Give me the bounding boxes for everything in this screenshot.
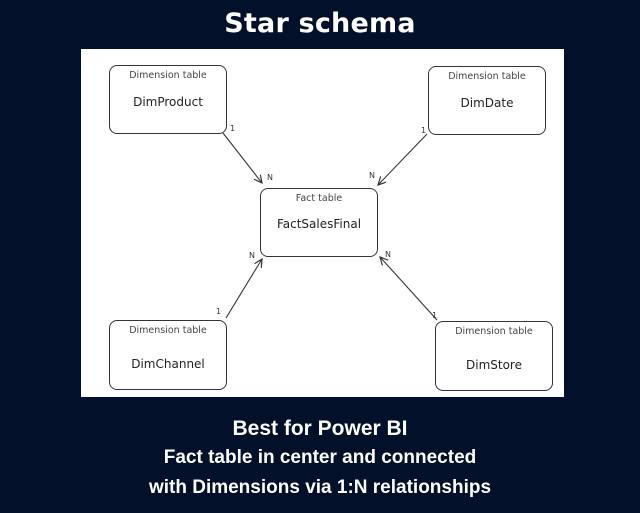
fact-table-type-label: Fact table	[295, 193, 343, 204]
caption-line-3: with Dimensions via 1:N relationships	[148, 477, 492, 498]
dimension-type-label: Dimension table	[129, 325, 207, 336]
caption-line-2: Fact table in center and connected	[163, 447, 477, 468]
relationship-line-dimdate	[378, 133, 428, 185]
dimension-box-dimstore[interactable]: Dimension table DimStore	[435, 321, 553, 391]
cardinality-many-dimproduct: N	[267, 173, 273, 182]
cardinality-many-dimchannel: N	[249, 251, 255, 260]
dimension-box-dimdate[interactable]: Dimension table DimDate	[428, 66, 546, 135]
relationship-line-dimproduct	[222, 132, 262, 183]
relationship-lines	[222, 132, 438, 321]
cardinality-one-dimproduct: 1	[230, 124, 236, 133]
fact-table-name: FactSalesFinal	[276, 217, 362, 231]
dimension-box-dimproduct[interactable]: Dimension table DimProduct	[109, 65, 227, 134]
dimension-box-dimchannel[interactable]: Dimension table DimChannel	[109, 320, 227, 390]
cardinality-many-dimdate: N	[369, 171, 375, 180]
dimension-type-label: Dimension table	[448, 71, 526, 82]
dimension-type-label: Dimension table	[129, 70, 207, 81]
fact-table-box[interactable]: Fact table FactSalesFinal	[260, 188, 378, 257]
dimension-name: DimProduct	[133, 95, 203, 109]
dimension-name: DimStore	[466, 358, 522, 372]
cardinality-one-dimchannel: 1	[216, 307, 222, 316]
dimension-type-label: Dimension table	[455, 326, 533, 337]
relationship-line-dimstore	[380, 257, 438, 321]
cardinality-one-dimstore: 1	[432, 311, 438, 320]
relationship-line-dimchannel	[225, 259, 262, 319]
cardinality-one-dimdate: 1	[421, 126, 427, 135]
dimension-name: DimDate	[460, 96, 514, 110]
caption-heading: Best for Power BI	[232, 417, 408, 440]
page-title: Star schema	[224, 8, 416, 39]
diagram-canvas: Fact table FactSalesFinal Dimension tabl…	[81, 49, 564, 397]
cardinality-many-dimstore: N	[385, 250, 391, 259]
dimension-name: DimChannel	[131, 357, 205, 371]
